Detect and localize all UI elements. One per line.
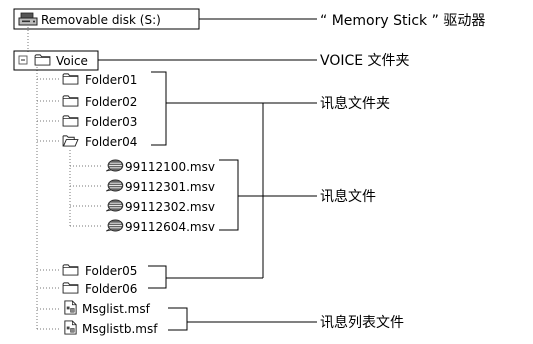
drive-row[interactable]: Removable disk (S:) xyxy=(13,8,200,30)
folder-label: Folder03 xyxy=(85,115,137,129)
drive-label: Removable disk (S:) xyxy=(41,13,161,27)
list-file-icon xyxy=(64,320,77,335)
folder-row[interactable]: Folder04 xyxy=(62,135,137,149)
drive-icon xyxy=(18,12,38,26)
message-lists-annotation: 讯息列表文件 xyxy=(320,314,404,331)
voice-label: Voice xyxy=(56,54,88,68)
file-row[interactable]: 99112302.msv xyxy=(105,199,215,214)
list-file-row[interactable]: Msglist.msf xyxy=(64,300,151,316)
file-row[interactable]: 99112604.msv xyxy=(105,219,215,234)
voice-file-icon xyxy=(105,199,124,212)
folders-top-bracket xyxy=(151,71,167,146)
message-files-annotation: 讯息文件 xyxy=(320,188,376,205)
tree-connectors xyxy=(27,27,102,330)
drive-annotation: “ Memory Stick ” 驱动器 xyxy=(320,13,485,29)
message-folders-annotation: 讯息文件夹 xyxy=(320,95,390,112)
file-label: 99112100.msv xyxy=(125,160,215,174)
file-row[interactable]: 99112301.msv xyxy=(105,179,215,194)
file-label: 99112302.msv xyxy=(125,200,215,214)
folder-label: Folder01 xyxy=(85,73,137,87)
folder-icon xyxy=(62,282,79,294)
folder-open-icon xyxy=(62,135,79,147)
folder-row[interactable]: Folder06 xyxy=(62,282,137,296)
folder-icon xyxy=(62,264,79,276)
voice-root-row[interactable]: Voice xyxy=(13,50,99,71)
folder-icon xyxy=(62,95,79,107)
list-file-row[interactable]: Msglistb.msf xyxy=(64,320,158,336)
folder-label: Folder02 xyxy=(85,95,137,109)
voice-file-icon xyxy=(105,159,124,172)
folder-label: Folder06 xyxy=(85,282,137,296)
list-file-label: Msglistb.msf xyxy=(82,322,158,336)
folder-icon xyxy=(62,73,79,85)
folder-icon xyxy=(34,54,51,66)
folder-label: Folder04 xyxy=(85,135,137,149)
list-file-icon xyxy=(64,300,77,315)
folder-icon xyxy=(62,115,79,127)
callout-lines xyxy=(98,18,317,331)
file-label: 99112301.msv xyxy=(125,180,215,194)
voice-folder-annotation: VOICE 文件夹 xyxy=(320,53,410,69)
folder-row[interactable]: Folder02 xyxy=(62,95,137,109)
files-bracket xyxy=(219,159,239,231)
folder-row[interactable]: Folder03 xyxy=(62,115,137,129)
voice-file-icon xyxy=(105,179,124,192)
file-label: 99112604.msv xyxy=(125,220,215,234)
list-file-label: Msglist.msf xyxy=(82,302,151,316)
folder-row[interactable]: Folder05 xyxy=(62,264,137,278)
folders-bottom-bracket xyxy=(148,265,167,289)
lists-bracket xyxy=(168,307,188,331)
folder-label: Folder05 xyxy=(85,264,137,278)
file-row[interactable]: 99112100.msv xyxy=(105,159,215,174)
voice-file-icon xyxy=(105,219,124,232)
folder-row[interactable]: Folder01 xyxy=(62,73,137,87)
